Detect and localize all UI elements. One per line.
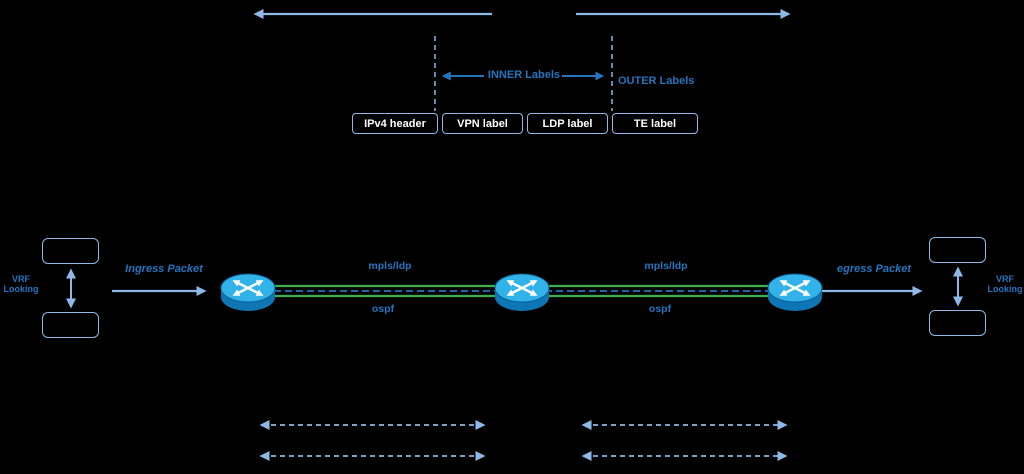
vrf-caption-left: VRF Looking [2, 274, 40, 295]
router-icon-ingress-pe [221, 274, 275, 311]
link-right-mpls-ldp-label: mpls/ldp [644, 260, 688, 272]
router-icon-egress-pe [768, 274, 822, 311]
vrf-caption-right-line1: VRF [996, 274, 1014, 284]
egress-packet-label: egress Packet [837, 263, 911, 275]
vrf-caption-left-line2: Looking [3, 283, 39, 294]
stack-box-ipv4-header: IPv4 header [352, 113, 438, 134]
link-left-mpls-ldp-label: mpls/ldp [368, 260, 412, 272]
stack-box-te-label: TE label [612, 113, 698, 134]
inner-labels-caption: INNER Labels [487, 69, 561, 81]
router-icon-core-p [495, 274, 549, 311]
vrf-table-box-left-bottom [42, 312, 99, 338]
stack-box-ldp-label: LDP label [527, 113, 608, 134]
vrf-caption-left-line1: VRF [12, 274, 30, 284]
link-right-ospf-label: ospf [648, 303, 672, 315]
vrf-table-box-right-top [929, 237, 986, 263]
link-right-lines [545, 284, 772, 298]
link-left-lines [274, 284, 500, 298]
vrf-caption-right-line2: Looking [987, 283, 1023, 294]
stack-divider-lines [434, 36, 613, 111]
vrf-table-box-right-bottom [929, 310, 986, 336]
link-left-ospf-label: ospf [371, 303, 395, 315]
bottom-session-arrows [259, 420, 788, 461]
stack-box-vpn-label: VPN label [442, 113, 523, 134]
vrf-caption-right: VRF Looking [986, 274, 1024, 295]
outer-labels-caption: OUTER Labels [618, 75, 695, 87]
vrf-table-box-left-top [42, 238, 99, 264]
ingress-packet-label: Ingress Packet [125, 263, 203, 275]
